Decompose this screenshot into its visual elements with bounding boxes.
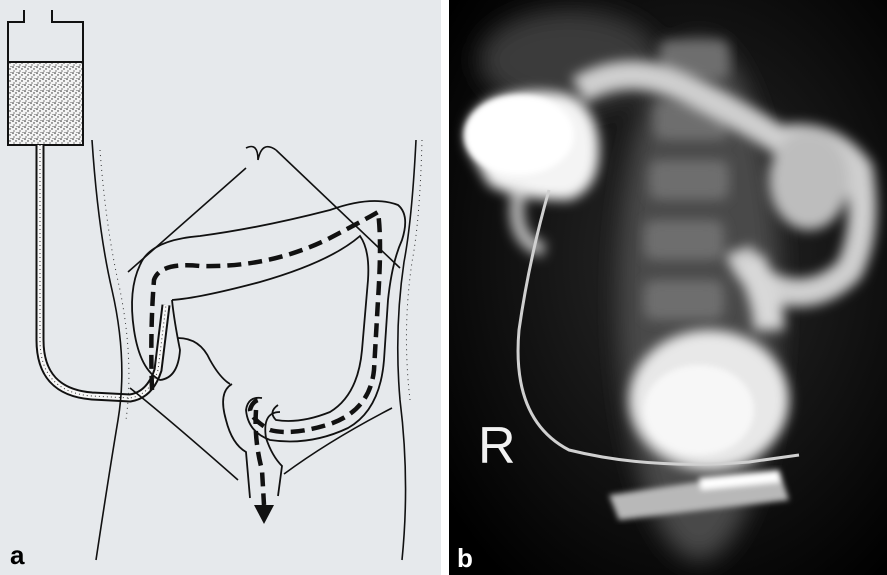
panel-b-radiograph: R b	[449, 0, 887, 575]
panel-label-a: a	[10, 542, 24, 568]
flow-arrowhead	[254, 505, 274, 524]
panel-a-diagram: a	[0, 0, 441, 575]
enema-bag	[8, 10, 83, 145]
enema-diagram	[0, 0, 441, 575]
enema-tube	[40, 145, 166, 398]
body-outline	[92, 140, 416, 560]
orientation-marker-r: R	[478, 420, 516, 472]
panel-label-b: b	[457, 545, 473, 571]
xray-image	[449, 0, 887, 575]
flow-path	[151, 212, 380, 505]
colon	[132, 201, 405, 498]
